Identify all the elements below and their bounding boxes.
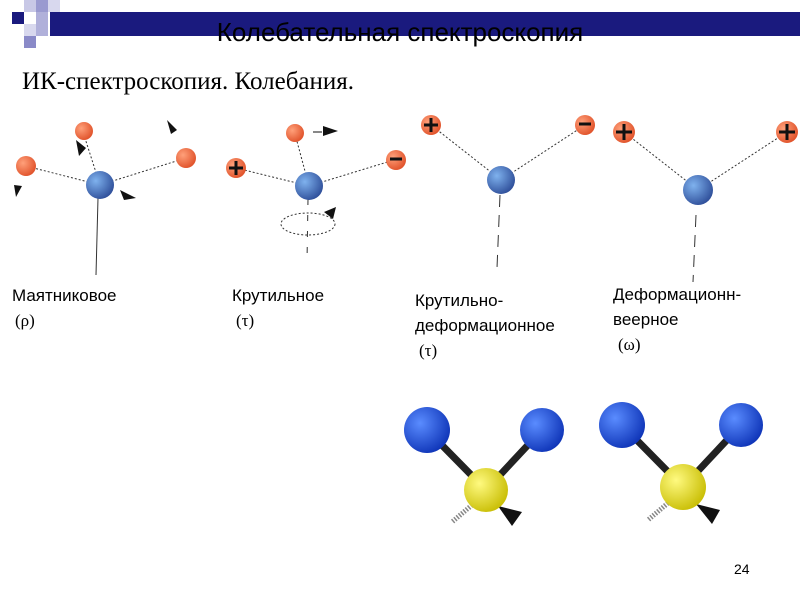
ball-model-1 (404, 407, 564, 526)
atom (16, 156, 36, 176)
rotation-arrow-icon (324, 207, 336, 219)
slide-title: Колебательная спектроскопия (216, 17, 584, 47)
mode-name: Деформационн- (613, 285, 742, 304)
ball-model-2 (599, 402, 763, 524)
plus-icon (776, 121, 798, 143)
atom (75, 122, 93, 140)
mode-label-rocking: Маятниковое (ρ) (12, 283, 117, 333)
molecule-twist-deformation (430, 124, 586, 269)
central-atom (487, 166, 515, 194)
mode-name: деформационное (415, 316, 555, 335)
mode-label-twisting: Крутильное (τ) (232, 283, 324, 333)
plus-icon (613, 121, 635, 143)
mode-name: Маятниковое (12, 286, 117, 305)
minus-icon (575, 115, 595, 135)
arrow-icons (14, 120, 177, 200)
central-atom (86, 171, 114, 199)
minus-icon (386, 150, 406, 170)
mode-label-wagging: Деформационн- веерное (ω) (613, 282, 741, 357)
slide-subtitle: ИК-спектроскопия. Колебания. (22, 68, 355, 95)
mode-label-twist-deformation: Крутильно- деформационное (τ) (415, 288, 555, 363)
plus-icon (226, 158, 246, 178)
mode-name: Крутильное (232, 286, 325, 305)
arrow-icon (323, 126, 338, 136)
mode-name: Крутильно- (415, 291, 504, 310)
molecule-rocking (25, 131, 187, 276)
mode-symbol: (τ) (419, 341, 438, 360)
molecule-wagging (623, 131, 788, 283)
title-bar-decoration (12, 0, 800, 48)
atom (286, 124, 304, 142)
mode-symbol: (ρ) (15, 311, 35, 330)
atom (176, 148, 196, 168)
central-atom (683, 175, 713, 205)
mode-symbol: (τ) (236, 311, 255, 330)
mode-name: веерное (613, 310, 679, 329)
central-atom (295, 172, 323, 200)
page-number: 24 (734, 561, 750, 577)
plus-icon (421, 115, 441, 135)
mode-symbol: (ω) (618, 335, 641, 354)
